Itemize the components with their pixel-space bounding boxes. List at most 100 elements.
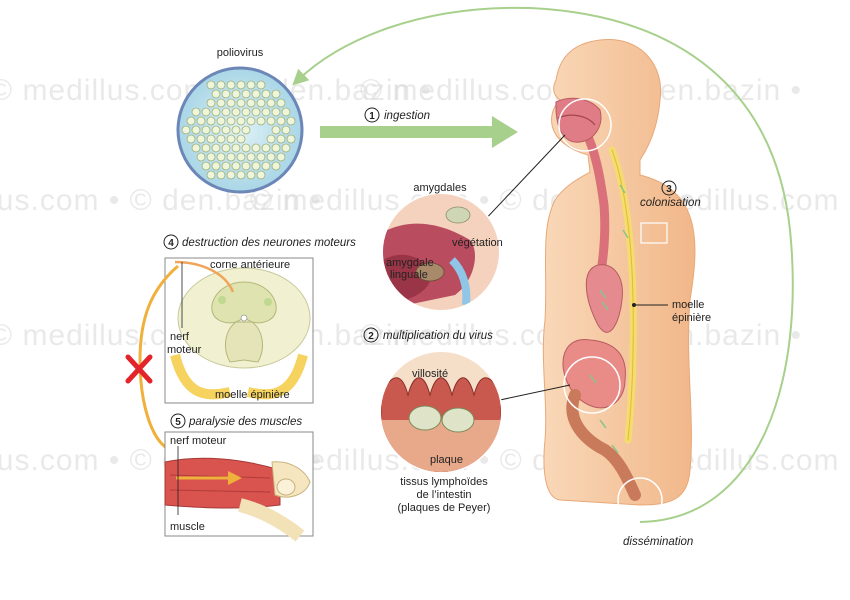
zoom-box-spine [640,222,668,244]
virus-particle [206,80,216,90]
label-moelle-epiniere: moelle épinière [215,389,290,401]
virus-particle [231,161,241,171]
virus-particle [266,116,276,126]
virus-particle [201,143,211,153]
step-4-label: 4 destruction des neurones moteurs [163,234,356,250]
virus-particle [281,125,291,135]
virus-particle [266,98,276,108]
virus-particle [246,152,256,162]
virus-particle [196,152,206,162]
virus-particle [201,125,211,135]
virus-particle [256,80,266,90]
label-amygdale-linguale-2: linguale [390,269,428,281]
virus-particle [251,143,261,153]
virus-particle [281,107,291,117]
label-dissemination: dissémination [623,536,693,548]
label-moelle-2: épinière [672,312,711,324]
zoom-ring-mouth [558,98,612,152]
virus-particle [286,116,296,126]
virus-particle [186,116,196,126]
virus-particle [221,89,231,99]
poliovirus-dish [176,66,304,194]
label-vegetation: végétation [452,237,503,249]
virus-particle [266,152,276,162]
virus-particle [216,134,226,144]
virus-particle [241,161,251,171]
virus-particle [256,116,266,126]
virus-particle [201,161,211,171]
virus-particle [276,152,286,162]
virus-particle [211,89,221,99]
virus-particle [216,170,226,180]
dissemination-arrow [292,6,794,523]
virus-particle [196,116,206,126]
ingestion-arrow [320,116,518,148]
spinal-cross-section-panel [164,257,314,404]
svg-text:ingestion: ingestion [384,110,430,122]
virus-particle [206,152,216,162]
virus-particle [271,143,281,153]
virus-particle [211,107,221,117]
connector-tonsils [479,134,566,226]
connector-intestine [499,384,571,401]
virus-particle [271,89,281,99]
villi-zoom [379,350,503,474]
virus-particle [191,143,201,153]
virus-particle [231,107,241,117]
label-muscle: muscle [170,521,205,533]
virus-particle [226,116,236,126]
virus-particle [231,89,241,99]
digestive-tract [562,125,641,501]
virus-particle [281,143,291,153]
virus-particle [216,152,226,162]
step-5-label: 5 paralysie des muscles [170,413,302,429]
virus-particle [226,80,236,90]
virus-particle [201,107,211,117]
svg-text:5: 5 [175,417,181,428]
label-amygdales: amygdales [413,182,467,194]
virus-particle [256,170,266,180]
virus-particle [191,125,201,135]
virus-particle [236,152,246,162]
muscle-panel [164,431,314,542]
label-tissus-2: de l’intestin [416,489,471,501]
label-villosite: villosité [412,368,448,380]
virus-particle [251,89,261,99]
svg-text:3: 3 [666,184,672,195]
virus-particle [251,161,261,171]
virus-particle [206,134,216,144]
svg-text:destruction des neurones moteu: destruction des neurones moteurs [182,237,356,249]
virus-particle [226,170,236,180]
svg-text:multiplication du virus: multiplication du virus [383,330,493,342]
step-1-label: 1 ingestion [364,107,430,123]
virus-particle [236,134,246,144]
virus-particle [241,143,251,153]
moelle-dot [632,303,636,307]
spinal-cord-outline [611,149,634,441]
virus-particle [231,143,241,153]
virus-particle [221,143,231,153]
virus-particle [246,80,256,90]
virus-particle [211,161,221,171]
virus-particle [261,89,271,99]
svg-text:1: 1 [369,111,375,122]
label-amygdale-linguale-1: amygdale [386,257,434,269]
motion-ticks [619,184,629,239]
virus-particle [241,125,251,135]
label-moelle-1: moelle [672,299,704,311]
virus-particle [186,134,196,144]
virus-particle [261,161,271,171]
virus-particle [236,98,246,108]
virus-particle [236,116,246,126]
virus-particle [246,98,256,108]
svg-text:2: 2 [368,331,374,342]
virus-particle [191,107,201,117]
virus-particle [181,125,191,135]
virus-particles [181,80,296,180]
virus-particle [246,116,256,126]
virus-particle [226,98,236,108]
virus-particle [256,98,266,108]
label-nerf-moteur: nerf moteur [170,435,227,447]
virus-particle [261,143,271,153]
